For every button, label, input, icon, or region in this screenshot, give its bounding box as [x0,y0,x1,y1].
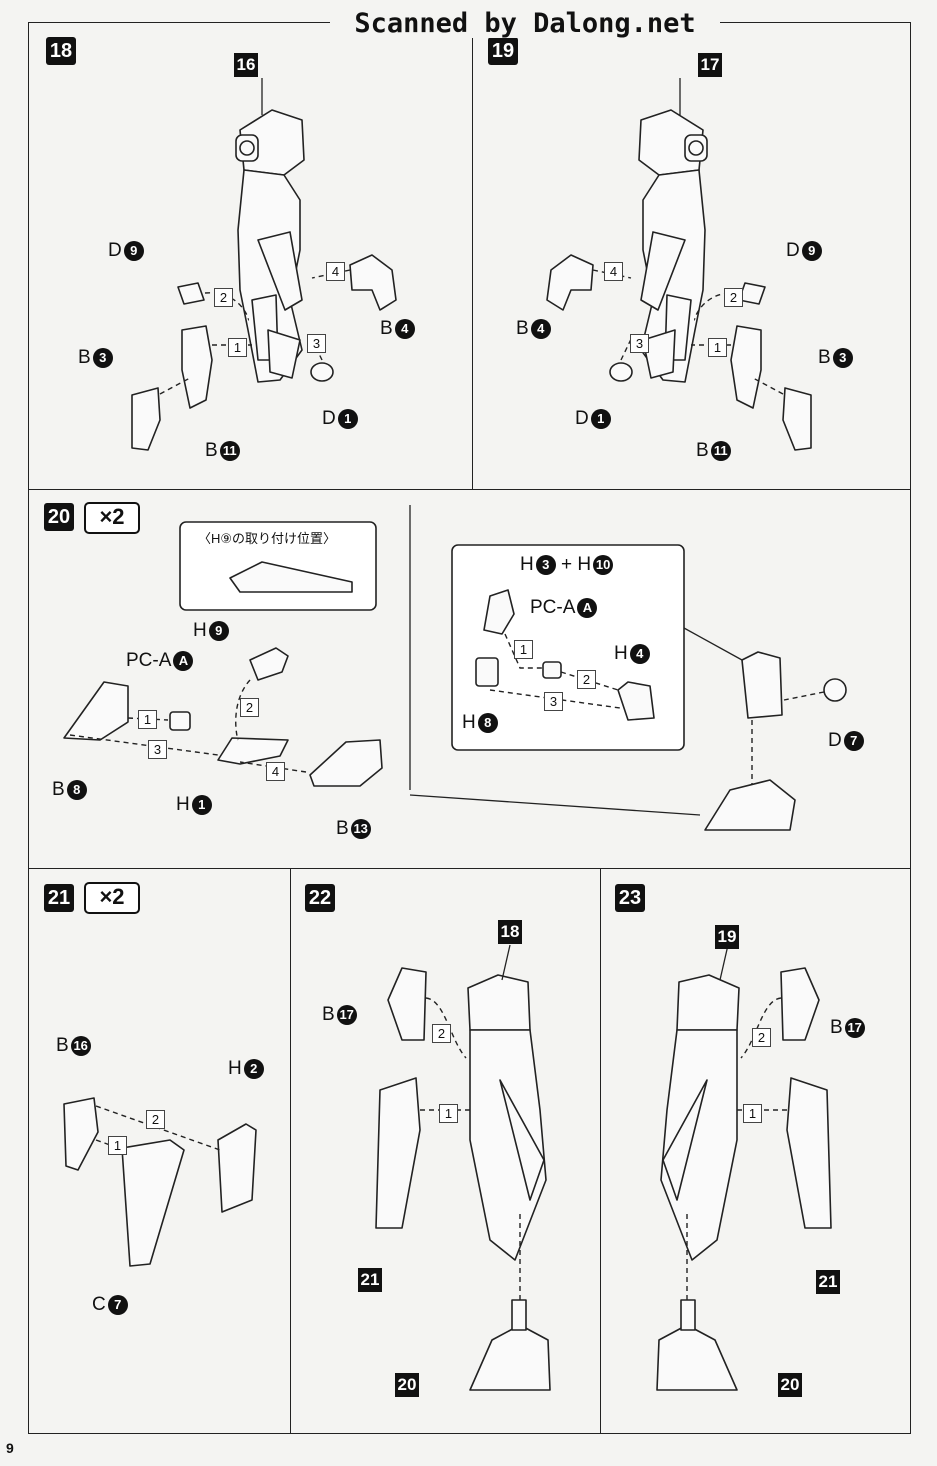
order-number: 1 [439,1104,458,1123]
step-number-20: 20 [44,503,74,531]
order-number: 1 [708,338,727,357]
leg-assembly-illustration-23 [656,967,832,1391]
step-number-18: 18 [46,37,76,65]
part-d7-illustration [823,678,847,702]
step-number-23: 23 [615,884,645,912]
order-number: 3 [544,692,563,711]
part-h8-illustration [475,657,499,687]
order-number: 3 [148,740,167,759]
foot-illustration-20 [704,779,796,831]
order-number: 4 [604,262,623,281]
order-number: 2 [724,288,743,307]
part-h4-illustration [617,681,655,721]
result-ref-19: 19 [715,925,739,949]
order-number: 2 [214,288,233,307]
part-b16-illustration [63,1097,99,1171]
order-number: 2 [752,1028,771,1047]
order-number: 4 [326,262,345,281]
result-ref-17: 17 [698,53,722,77]
part-h3-illustration [483,589,515,635]
order-number: 3 [307,334,326,353]
part-c7-illustration [121,1139,185,1267]
panel-step-23 [600,868,911,1434]
ref-20: 20 [395,1373,419,1397]
part-b4-illustration [349,254,397,311]
result-ref-16: 16 [234,53,258,77]
part-b11-illustration [181,325,213,409]
result-ref-18: 18 [498,920,522,944]
order-number: 2 [240,698,259,717]
leg-assembly-illustration-22 [375,967,551,1391]
step-number-19: 19 [488,37,518,65]
part-h9-illustration [249,647,289,681]
scan-credit-bar: Scanned by Dalong.net [330,8,720,39]
multiplier-badge: ×2 [84,502,140,534]
step-number-22: 22 [305,884,335,912]
leg-part-illustration-18 [235,109,305,383]
ref-21: 21 [816,1270,840,1294]
order-number: 1 [743,1104,762,1123]
multiplier-badge: ×2 [84,882,140,914]
page-number: 9 [6,1440,14,1456]
order-number: 4 [266,762,285,781]
part-pca-inset-illustration [542,661,562,679]
scan-credit: Scanned by Dalong.net [354,8,696,39]
order-number: 1 [514,640,533,659]
foot-joint-illustration [741,651,783,719]
step-number-21: 21 [44,884,74,912]
part-b8-illustration [63,681,129,741]
ref-20: 20 [778,1373,802,1397]
order-number: 1 [108,1136,127,1155]
part-h1-illustration [217,737,289,765]
callout-part [229,561,353,593]
order-number: 1 [228,338,247,357]
order-number: 1 [138,710,157,729]
order-number: 2 [146,1110,165,1129]
part-h2-illustration [217,1123,257,1213]
ref-21: 21 [358,1268,382,1292]
part-b3-illustration [131,387,161,451]
part-pca-illustration [169,711,191,731]
order-number: 3 [630,334,649,353]
part-d1-illustration [310,362,334,382]
part-b13-illustration [309,739,383,787]
callout-title: 〈H⑨の取り付け位置〉 [198,531,337,546]
part-d9-illustration [177,282,205,305]
order-number: 2 [432,1024,451,1043]
order-number: 2 [577,670,596,689]
leg-part-illustration-19 [546,109,812,451]
